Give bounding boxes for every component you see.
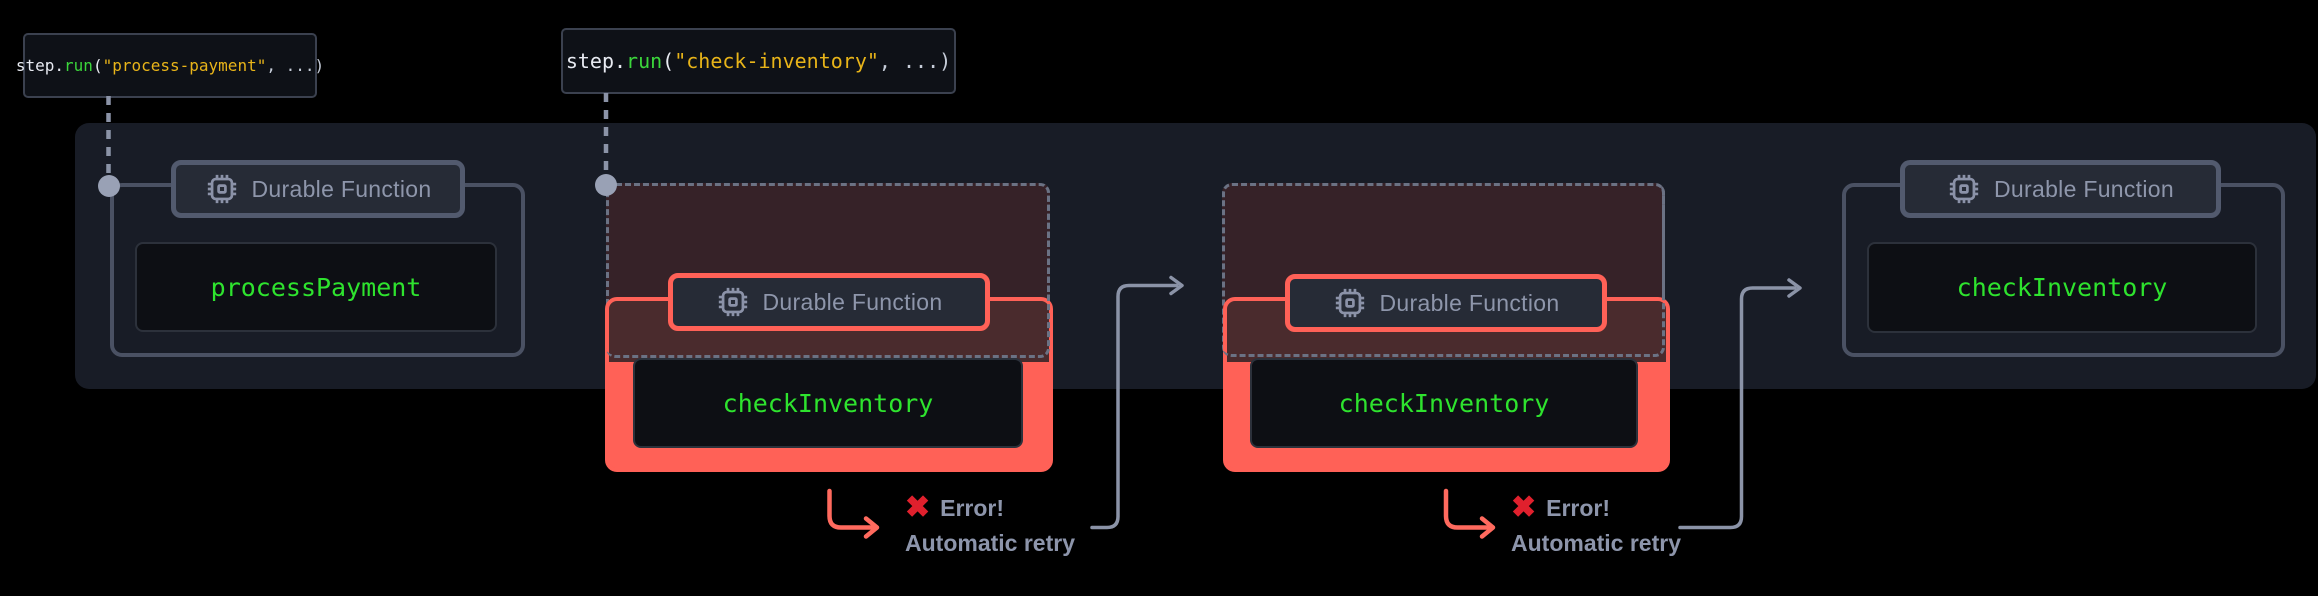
- code-method: run: [626, 49, 663, 73]
- function-name: checkInventory: [1338, 388, 1550, 418]
- function-name: checkInventory: [722, 388, 934, 418]
- badge-label: Durable Function: [1994, 175, 2174, 202]
- function-name-box-1: processPayment: [135, 242, 497, 332]
- cpu-icon: [718, 287, 747, 317]
- code-method: run: [64, 56, 93, 75]
- durable-function-badge-2: Durable Function: [668, 273, 990, 331]
- error-row: ✖ Error!: [1511, 493, 1681, 523]
- cpu-icon: [1949, 174, 1979, 204]
- error-x-icon: ✖: [1511, 491, 1537, 524]
- code-object: step: [15, 56, 55, 75]
- function-name-box-4: checkInventory: [1867, 242, 2257, 333]
- error-arrow-2: [1443, 488, 1496, 539]
- error-row: ✖ Error!: [905, 493, 1075, 523]
- function-name-box-3: checkInventory: [1250, 358, 1638, 448]
- code-rest: , ...): [878, 49, 952, 73]
- durable-function-badge-1: Durable Function: [171, 160, 465, 218]
- step-run-tooltip-process-payment: step.run("process-payment", ...): [16, 33, 324, 98]
- function-name-box-2: checkInventory: [633, 358, 1023, 448]
- error-annotation-1: ✖ Error! Automatic retry: [905, 493, 1075, 557]
- cpu-icon: [1335, 288, 1364, 318]
- code-paren: (: [92, 56, 103, 75]
- code-string-arg: "process-payment": [102, 56, 267, 75]
- function-name: checkInventory: [1956, 273, 2168, 302]
- function-name: processPayment: [210, 272, 422, 302]
- error-x-icon: ✖: [905, 491, 931, 524]
- code-dot: .: [54, 56, 65, 75]
- error-title: Error!: [940, 494, 1005, 521]
- code-string-arg: "check-inventory": [674, 49, 879, 73]
- durable-function-badge-3: Durable Function: [1285, 274, 1607, 332]
- step-run-tooltip-check-inventory: step.run("check-inventory", ...): [561, 28, 956, 94]
- error-title: Error!: [1546, 494, 1611, 521]
- code-object: step: [565, 49, 614, 73]
- code-rest: , ...): [266, 56, 325, 75]
- error-annotation-2: ✖ Error! Automatic retry: [1511, 493, 1681, 557]
- badge-label: Durable Function: [251, 175, 432, 202]
- cpu-icon: [207, 174, 236, 204]
- badge-label: Durable Function: [1379, 289, 1560, 316]
- retry-subtitle: Automatic retry: [905, 530, 1075, 556]
- retry-subtitle: Automatic retry: [1511, 530, 1681, 556]
- durable-function-badge-4: Durable Function: [1900, 160, 2221, 218]
- code-paren: (: [662, 49, 675, 73]
- error-arrow-1: [827, 488, 880, 539]
- code-dot: .: [614, 49, 627, 73]
- badge-label: Durable Function: [762, 288, 943, 315]
